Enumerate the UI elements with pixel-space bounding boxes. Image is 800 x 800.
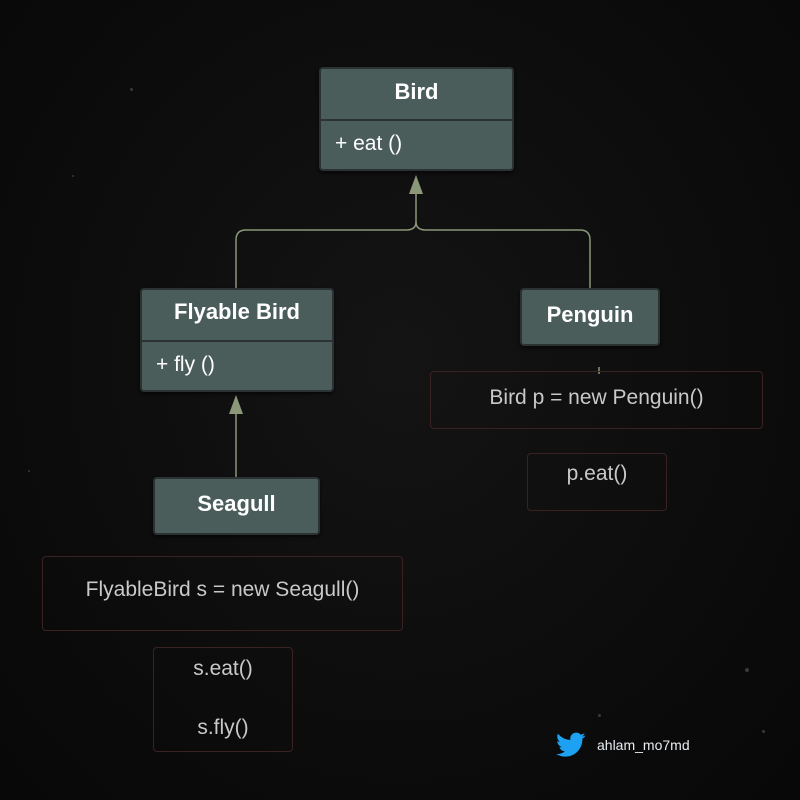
- class-flyable-bird-method: + fly (): [142, 340, 332, 390]
- background-speck: [72, 175, 74, 177]
- twitter-icon: [556, 732, 586, 757]
- code-seagull-calls: s.eat() s.fly(): [153, 647, 293, 752]
- class-penguin: Penguin: [520, 288, 660, 346]
- background-speck: [745, 668, 749, 672]
- connector-penguin-to-bird: [415, 221, 591, 288]
- code-penguin-declaration: Bird p = new Penguin(): [430, 371, 763, 429]
- background-speck: [28, 470, 30, 472]
- author-handle: ahlam_mo7md: [597, 737, 690, 753]
- code-penguin-call: p.eat(): [527, 453, 667, 511]
- code-line: s.fly(): [197, 716, 249, 739]
- class-seagull: Seagull: [153, 477, 320, 535]
- code-line: Bird p = new Penguin(): [489, 386, 704, 409]
- class-flyable-bird: Flyable Bird + fly (): [140, 288, 334, 392]
- class-bird: Bird + eat (): [319, 67, 514, 171]
- inheritance-arrowhead-bird: [409, 175, 423, 194]
- background-speck: [130, 88, 133, 91]
- connector-flyable-to-bird: [235, 190, 417, 288]
- code-line: s.eat(): [193, 657, 253, 680]
- class-flyable-bird-name: Flyable Bird: [174, 299, 300, 324]
- background-speck: [598, 714, 601, 717]
- background-speck: [762, 730, 765, 733]
- class-penguin-name: Penguin: [546, 302, 634, 327]
- class-seagull-name: Seagull: [197, 491, 276, 516]
- code-seagull-declaration: FlyableBird s = new Seagull(): [42, 556, 403, 631]
- class-bird-method: + eat (): [321, 119, 512, 169]
- inheritance-arrowhead-flyable-bird: [229, 395, 243, 414]
- code-line: p.eat(): [566, 462, 628, 485]
- class-bird-name: Bird: [394, 79, 439, 104]
- code-line: FlyableBird s = new Seagull(): [85, 578, 360, 601]
